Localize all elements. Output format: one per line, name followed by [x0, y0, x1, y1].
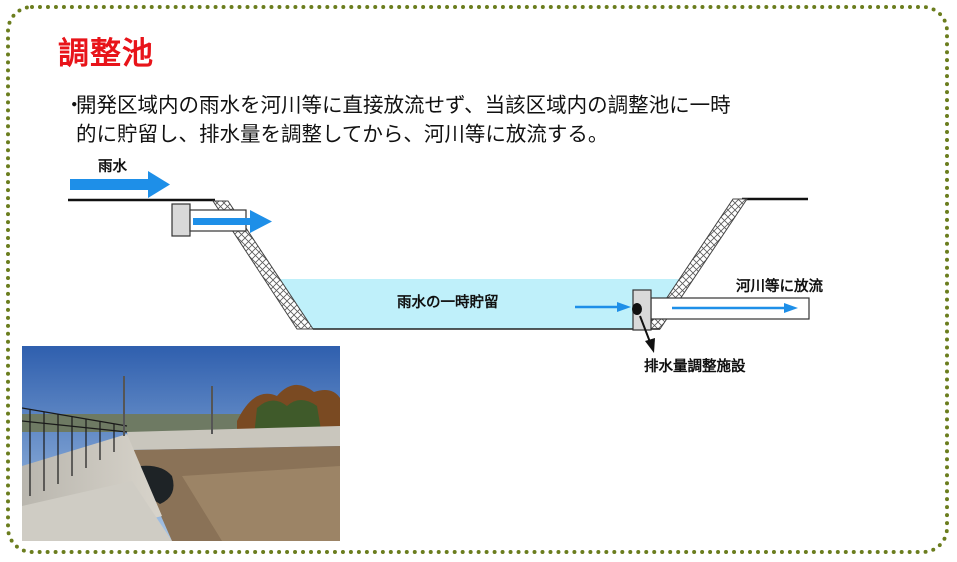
inlet-arrow [193, 210, 272, 233]
stored-water [268, 279, 686, 329]
description-line-2: 的に貯留し、排水量を調整してから、河川等に放流する。 [76, 122, 609, 146]
rainwater-arrow [70, 171, 170, 198]
discharge-arrow [672, 303, 798, 313]
description-line-1: 開発区域内の雨水を河川等に直接放流せず、当該区域内の調整池に一時 [76, 93, 731, 117]
facility-pointer-arrow [639, 315, 655, 353]
discharge-label: 河川等に放流 [736, 277, 823, 295]
orifice [632, 303, 642, 315]
inlet-box [171, 203, 191, 237]
dotted-frame [6, 5, 949, 554]
page-title: 調整池 [58, 36, 154, 72]
facility-label: 排水量調整施設 [644, 357, 746, 375]
rainwater-label: 雨水 [98, 157, 127, 175]
description: ・開発区域内の雨水を河川等に直接放流せず、当該区域内の調整池に一時 的に貯留し、… [64, 91, 924, 149]
outflow-arrow [575, 302, 631, 312]
retention-pond-photo [22, 346, 340, 541]
storage-label: 雨水の一時貯留 [397, 293, 499, 311]
